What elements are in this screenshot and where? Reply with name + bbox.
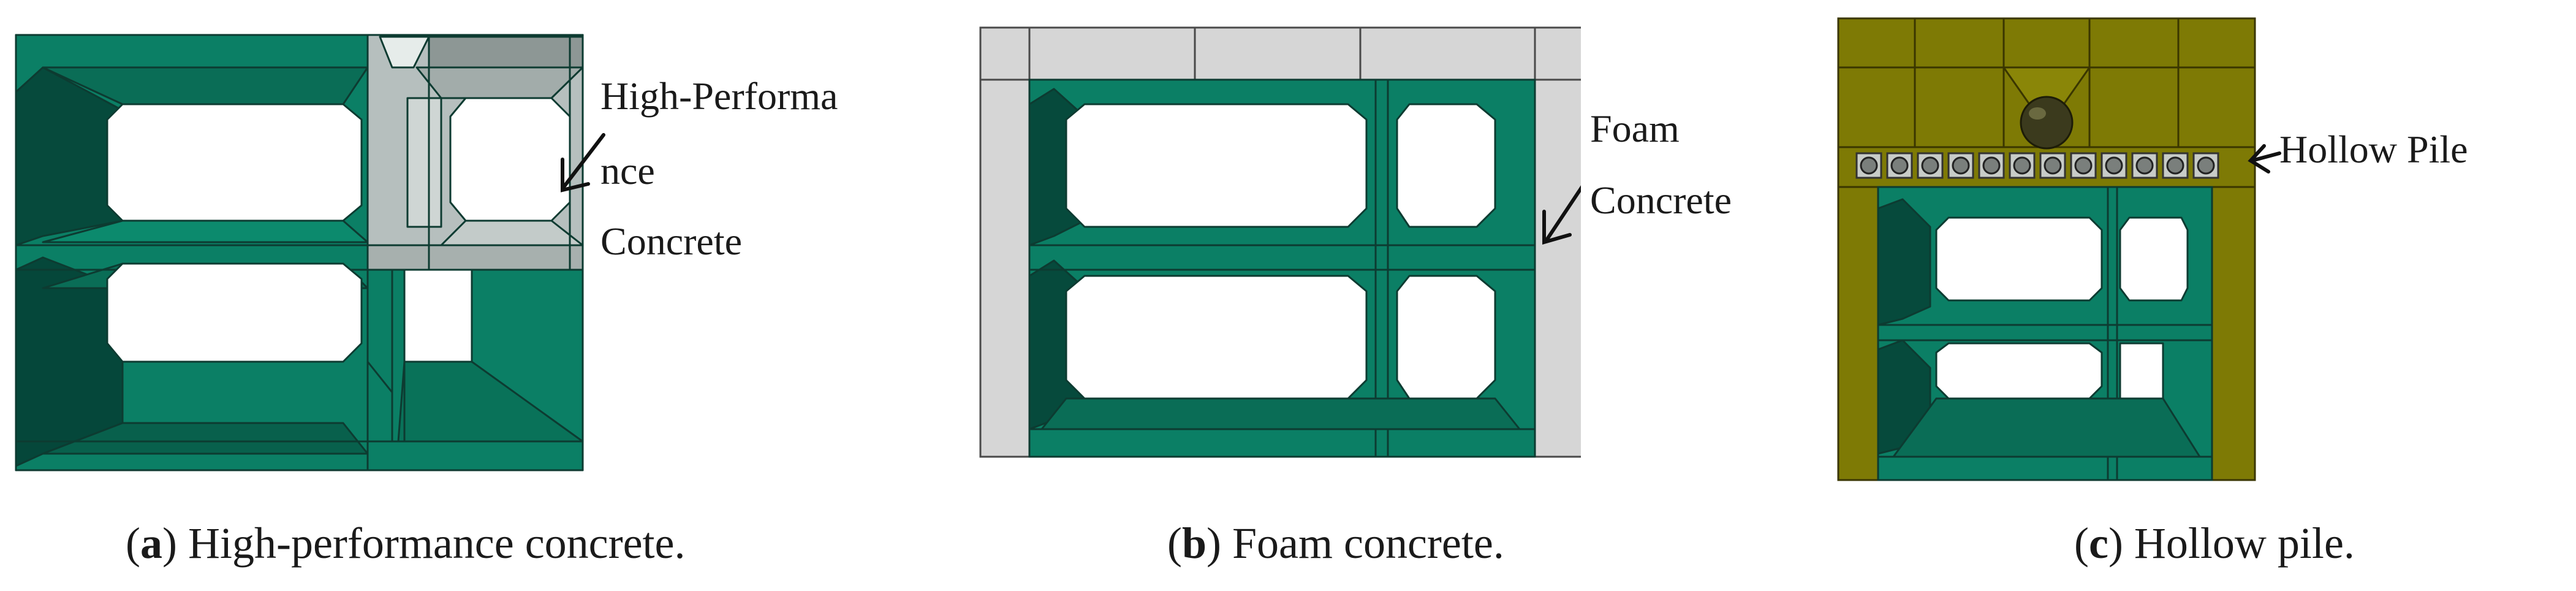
callout-label-line-1: High-Performa bbox=[600, 74, 838, 118]
hollow-pile-bore bbox=[2013, 156, 2031, 175]
hollow-pile-bore bbox=[2074, 156, 2093, 175]
callout-label-line-3: Concrete bbox=[600, 219, 742, 263]
panel-a-model bbox=[15, 34, 605, 471]
callout-label-line-2: Concrete bbox=[1590, 178, 1732, 222]
callout-label-line-2: nce bbox=[600, 149, 655, 193]
hollow-pile-bore bbox=[2166, 156, 2184, 175]
caption-a-letter: a bbox=[140, 519, 162, 568]
caption-a-text: ) High-performance concrete. bbox=[162, 519, 686, 568]
caption-b: (b) Foam concrete. bbox=[1167, 519, 1504, 568]
caption-a: (a) High-performance concrete. bbox=[126, 519, 686, 568]
hollow-pile-bore bbox=[2044, 156, 2062, 175]
hollow-pile-callout: Hollow Pile bbox=[2279, 128, 2468, 171]
caption-c: (c) Hollow pile. bbox=[2074, 519, 2355, 568]
hollow-pile-bore bbox=[1921, 156, 1939, 175]
caption-b-text: ) Foam concrete. bbox=[1207, 519, 1504, 568]
panel-c-model bbox=[1837, 17, 2281, 481]
caption-c-text: ) Hollow pile. bbox=[2108, 519, 2355, 568]
hollow-pile-row bbox=[1855, 152, 2219, 179]
caption-c-letter: c bbox=[2088, 519, 2108, 568]
hollow-pile-bore bbox=[2105, 156, 2123, 175]
hollow-pile-bore bbox=[1890, 156, 1909, 175]
hollow-pile-bore bbox=[2135, 156, 2154, 175]
hollow-pile-bore bbox=[1982, 156, 2001, 175]
callout-label-line-1: Foam bbox=[1590, 107, 1680, 150]
panel-b-model bbox=[979, 26, 1581, 458]
hollow-pile-bore bbox=[1952, 156, 1970, 175]
hollow-pile-bore bbox=[2197, 156, 2215, 175]
hollow-pile-bore bbox=[1860, 156, 1878, 175]
caption-b-letter: b bbox=[1181, 519, 1207, 568]
